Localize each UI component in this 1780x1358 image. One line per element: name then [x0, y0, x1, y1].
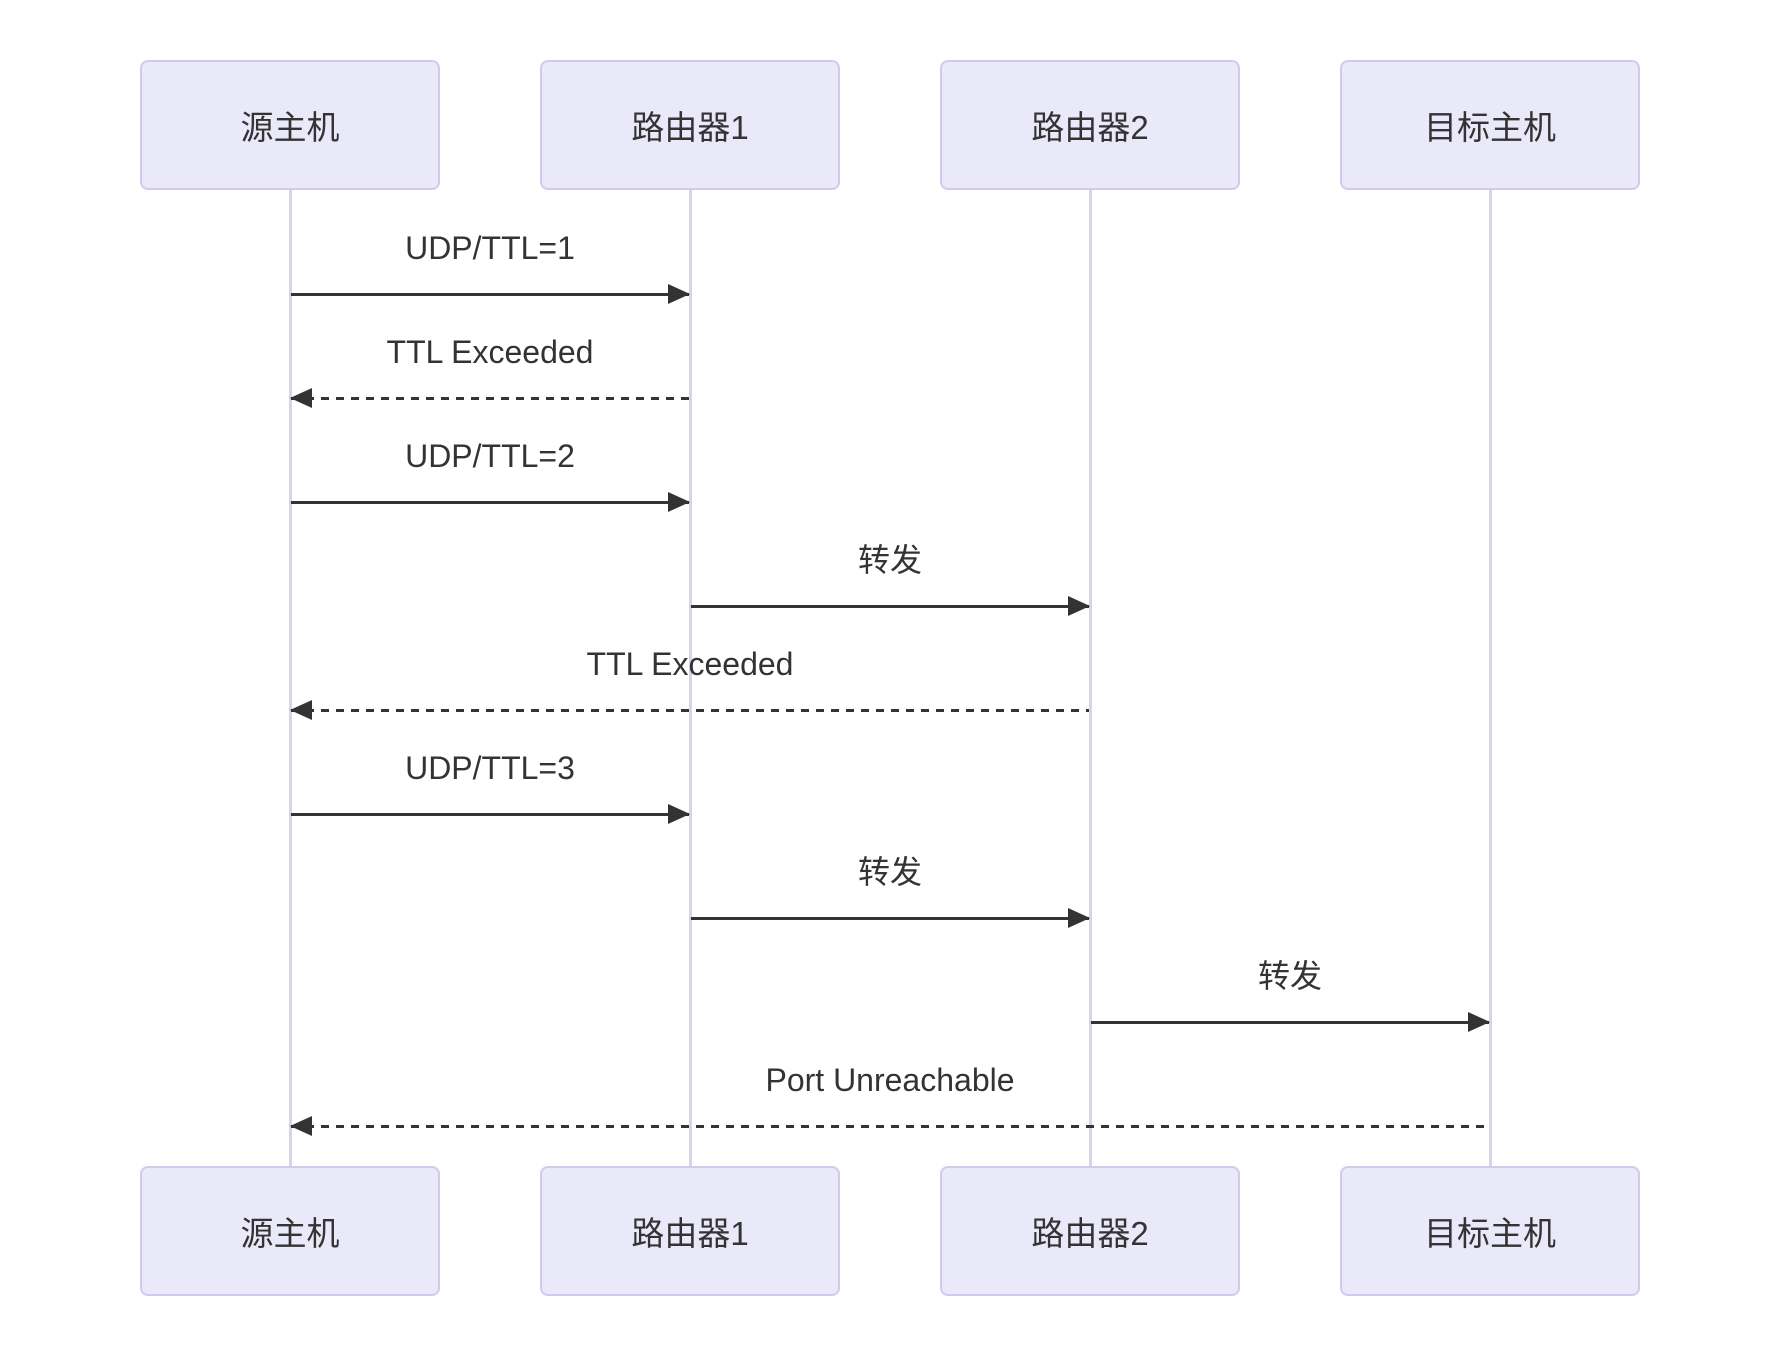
message-label-6: 转发	[857, 854, 922, 890]
actor-top-label-source-host: 源主机	[240, 109, 340, 146]
actor-top-box-source-host: 源主机	[140, 60, 440, 190]
actor-bottom-box-source-host: 源主机	[140, 1166, 440, 1296]
message-label-7: 转发	[1257, 958, 1322, 994]
message-line-6	[691, 916, 1089, 920]
message-label-8: Port Unreachable	[765, 1062, 1015, 1098]
message-label-3: 转发	[857, 542, 922, 578]
actor-top-box-target-host: 目标主机	[1340, 60, 1640, 190]
message-arrowhead-7	[1468, 1012, 1490, 1032]
message-label-4: TTL Exceeded	[586, 646, 794, 682]
message-arrowhead-5	[668, 804, 690, 824]
message-arrowhead-2	[668, 492, 690, 512]
actor-bottom-label-source-host: 源主机	[240, 1215, 340, 1252]
lifeline-router-2	[1088, 190, 1092, 1166]
actor-top-label-target-host: 目标主机	[1424, 109, 1556, 146]
lifeline-target-host	[1488, 190, 1492, 1166]
message-label-0: UDP/TTL=1	[405, 230, 575, 266]
message-label-1: TTL Exceeded	[386, 334, 594, 370]
message-label-2: UDP/TTL=2	[405, 438, 575, 474]
actor-bottom-box-target-host: 目标主机	[1340, 1166, 1640, 1296]
actor-bottom-box-router-1: 路由器1	[540, 1166, 840, 1296]
actor-bottom-label-router-1: 路由器1	[631, 1215, 749, 1252]
message-line-3	[691, 604, 1089, 608]
message-arrowhead-0	[668, 284, 690, 304]
lifeline-source-host	[288, 190, 292, 1166]
message-line-5	[291, 812, 689, 816]
actor-top-box-router-1: 路由器1	[540, 60, 840, 190]
message-line-1	[291, 396, 689, 400]
message-arrowhead-1	[290, 388, 312, 408]
message-arrowhead-4	[290, 700, 312, 720]
message-line-0	[291, 292, 689, 296]
lifeline-router-1	[688, 190, 692, 1166]
actor-bottom-box-router-2: 路由器2	[940, 1166, 1240, 1296]
message-arrowhead-6	[1068, 908, 1090, 928]
message-arrowhead-8	[290, 1116, 312, 1136]
message-label-5: UDP/TTL=3	[405, 750, 575, 786]
actor-top-label-router-1: 路由器1	[631, 109, 749, 146]
actor-bottom-label-target-host: 目标主机	[1424, 1215, 1556, 1252]
message-arrowhead-3	[1068, 596, 1090, 616]
message-line-2	[291, 500, 689, 504]
message-line-8	[291, 1124, 1489, 1128]
actor-bottom-label-router-2: 路由器2	[1031, 1215, 1149, 1252]
actor-top-box-router-2: 路由器2	[940, 60, 1240, 190]
message-line-4	[291, 708, 1089, 712]
message-line-7	[1091, 1020, 1489, 1024]
actor-top-label-router-2: 路由器2	[1031, 109, 1149, 146]
